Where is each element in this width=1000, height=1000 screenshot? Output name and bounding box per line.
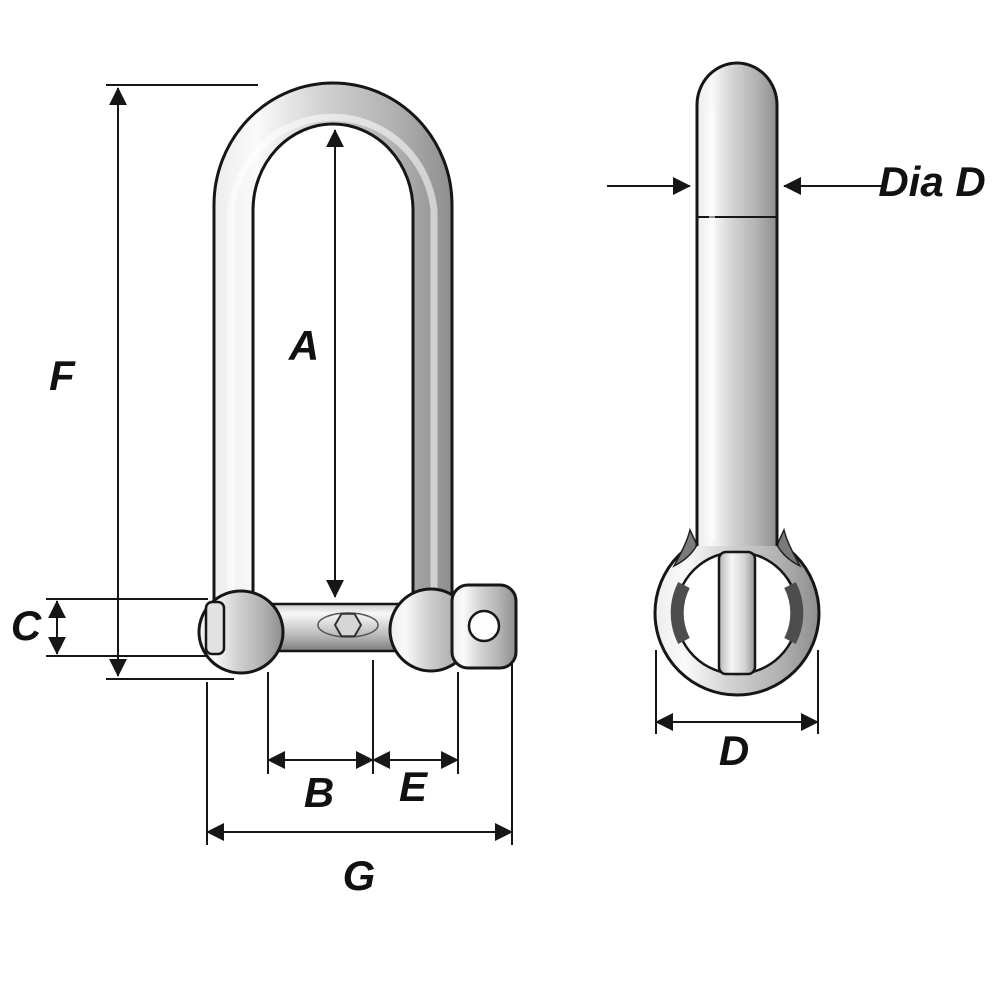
side-view <box>607 61 884 734</box>
bow-highlight <box>227 113 438 595</box>
side-bar-outline <box>695 61 779 546</box>
label-A: A <box>288 322 320 369</box>
front-view <box>46 81 518 845</box>
side-bar-fill <box>697 63 777 546</box>
bore-shadow-right <box>784 582 804 644</box>
label-E: E <box>398 763 427 810</box>
pin-head-hole <box>467 609 501 643</box>
label-D: D <box>718 727 750 774</box>
left-ear <box>672 527 698 568</box>
pin-left-flange <box>204 600 226 656</box>
label-B: B <box>303 769 335 816</box>
pin-hex-socket <box>333 612 363 638</box>
pin-end-on <box>717 550 757 676</box>
label-G: G <box>342 852 376 899</box>
label-C: C <box>10 602 42 649</box>
bore-shadow-left <box>670 582 690 644</box>
right-ear <box>776 527 802 568</box>
label-dia-d: Dia D <box>878 158 986 205</box>
label-F: F <box>49 352 75 399</box>
shackle-body <box>212 81 454 608</box>
